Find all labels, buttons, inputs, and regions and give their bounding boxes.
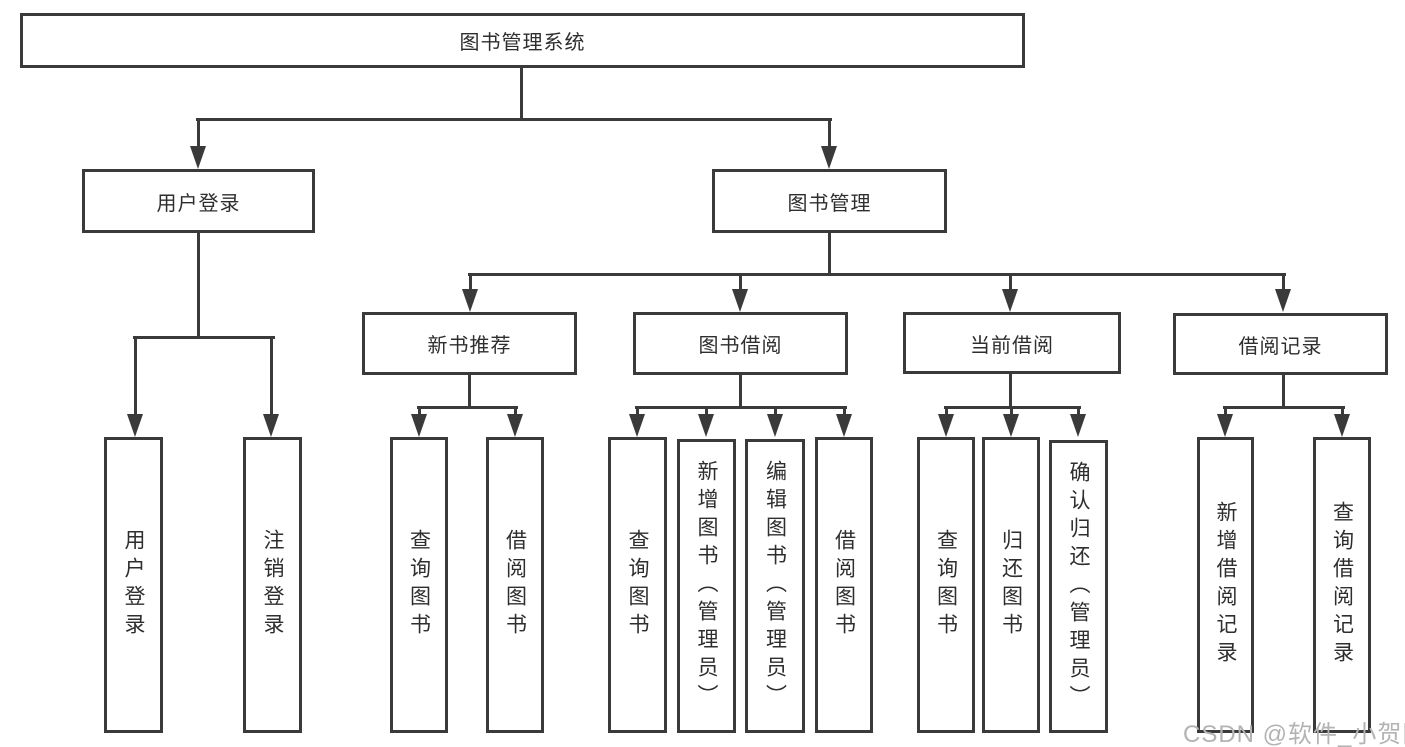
arrow-down-icon <box>1070 414 1086 437</box>
node-label: 用户登录 <box>156 192 241 215</box>
arrow-down-icon <box>411 414 427 437</box>
node-leaf-logout: 注销登录 <box>243 437 302 733</box>
arrow-down-icon <box>1002 289 1018 312</box>
node-label: 借阅记录 <box>1238 335 1323 358</box>
node-label: 图书管理 <box>787 192 872 215</box>
node-label: 借阅图书 <box>832 529 856 641</box>
arrow-down-icon <box>938 414 954 437</box>
node-leaf-query-books-borrowing: 查询图书 <box>608 437 667 733</box>
connector-root-stem <box>520 68 523 121</box>
node-leaf-query-books-recommend: 查询图书 <box>390 437 448 733</box>
connector-user-login-drop-1 <box>134 336 137 417</box>
connector-user-login-bar <box>133 336 275 339</box>
node-label: 借阅图书 <box>503 529 527 641</box>
node-book-management: 图书管理 <box>712 169 947 233</box>
connector-current-drop-1 <box>945 406 948 417</box>
connector-root-drop-right <box>828 118 831 147</box>
node-leaf-query-books-current: 查询图书 <box>917 437 975 733</box>
node-label: 查询图书 <box>934 529 958 641</box>
connector-borrowing-drop-2 <box>705 406 708 417</box>
connector-recommend-stem <box>468 375 471 409</box>
connector-book-mgmt-stem <box>828 233 831 276</box>
connector-borrowing-stem <box>739 375 742 409</box>
connector-current-drop-3 <box>1077 406 1080 417</box>
connector-recommend-bar <box>417 406 518 409</box>
arrow-down-icon <box>629 414 645 437</box>
node-label: 当前借阅 <box>970 334 1054 357</box>
node-borrowing-records: 借阅记录 <box>1173 313 1388 375</box>
connector-records-drop-1 <box>1224 406 1227 417</box>
arrow-down-icon <box>821 146 837 169</box>
arrow-down-icon <box>462 289 478 312</box>
arrow-down-icon <box>263 414 279 437</box>
node-label: 图书借阅 <box>698 335 783 357</box>
node-leaf-borrow-books-borrowing: 借阅图书 <box>815 437 873 733</box>
connector-user-login-drop-2 <box>270 336 273 417</box>
node-label: 注销登录 <box>261 529 285 641</box>
node-label: 用户登录 <box>122 529 146 641</box>
connector-user-login-stem <box>197 233 200 339</box>
connector-borrowing-drop-4 <box>843 406 846 417</box>
arrow-down-icon <box>1217 414 1233 437</box>
connector-book-mgmt-drop-2 <box>739 273 742 292</box>
connector-recommend-drop-2 <box>514 406 517 417</box>
arrow-down-icon <box>732 289 748 312</box>
arrow-down-icon <box>507 414 523 437</box>
node-leaf-edit-book-admin: 编辑图书（管理员） <box>745 439 805 733</box>
connector-borrowing-bar <box>635 406 847 409</box>
node-label: 新增借阅记录 <box>1214 501 1238 669</box>
node-leaf-borrow-books-recommend: 借阅图书 <box>486 437 544 733</box>
connector-records-stem <box>1282 375 1285 409</box>
node-new-book-recommend: 新书推荐 <box>362 312 577 375</box>
node-label: 新增图书（管理员） <box>695 460 719 712</box>
arrow-down-icon <box>836 414 852 437</box>
connector-root-bar <box>196 118 832 121</box>
node-label: 确认归还（管理员） <box>1067 460 1091 713</box>
arrow-down-icon <box>1275 289 1291 312</box>
arrow-down-icon <box>190 146 206 169</box>
node-current-borrowing: 当前借阅 <box>903 312 1121 374</box>
node-book-borrowing: 图书借阅 <box>633 312 848 375</box>
node-leaf-return-books: 归还图书 <box>982 437 1040 733</box>
arrow-down-icon <box>698 414 714 437</box>
connector-borrowing-drop-1 <box>636 406 639 417</box>
node-label: 归还图书 <box>999 529 1023 641</box>
node-label: 图书管理系统 <box>459 32 586 54</box>
node-label: 查询图书 <box>626 529 650 641</box>
node-leaf-confirm-return-admin: 确认归还（管理员） <box>1049 440 1108 733</box>
connector-book-mgmt-drop-1 <box>469 273 472 292</box>
connector-recommend-drop-1 <box>418 406 421 417</box>
connector-current-stem <box>1009 374 1012 409</box>
connector-records-bar <box>1223 406 1345 409</box>
node-label: 编辑图书（管理员） <box>763 460 787 712</box>
arrow-down-icon <box>1003 414 1019 437</box>
node-label: 新书推荐 <box>427 335 512 357</box>
connector-root-drop-left <box>197 118 200 147</box>
connector-book-mgmt-drop-4 <box>1282 273 1285 292</box>
node-leaf-add-book-admin: 新增图书（管理员） <box>677 439 736 733</box>
node-label: 查询借阅记录 <box>1330 501 1354 669</box>
node-leaf-query-borrow-record: 查询借阅记录 <box>1313 437 1371 733</box>
connector-book-mgmt-drop-3 <box>1009 273 1012 292</box>
connector-borrowing-drop-3 <box>774 406 777 417</box>
node-leaf-add-borrow-record: 新增借阅记录 <box>1197 437 1254 733</box>
arrow-down-icon <box>1334 414 1350 437</box>
arrow-down-icon <box>767 414 783 437</box>
node-label: 查询图书 <box>407 529 431 641</box>
csdn-watermark: CSDN @软件_小贺同学 <box>1183 721 1405 747</box>
node-library-management-system: 图书管理系统 <box>20 13 1025 68</box>
connector-book-mgmt-bar <box>468 273 1286 276</box>
node-leaf-user-login: 用户登录 <box>104 437 163 733</box>
connector-records-drop-2 <box>1341 406 1344 417</box>
arrow-down-icon <box>127 414 143 437</box>
connector-current-drop-2 <box>1010 406 1013 417</box>
node-user-login: 用户登录 <box>82 169 315 233</box>
